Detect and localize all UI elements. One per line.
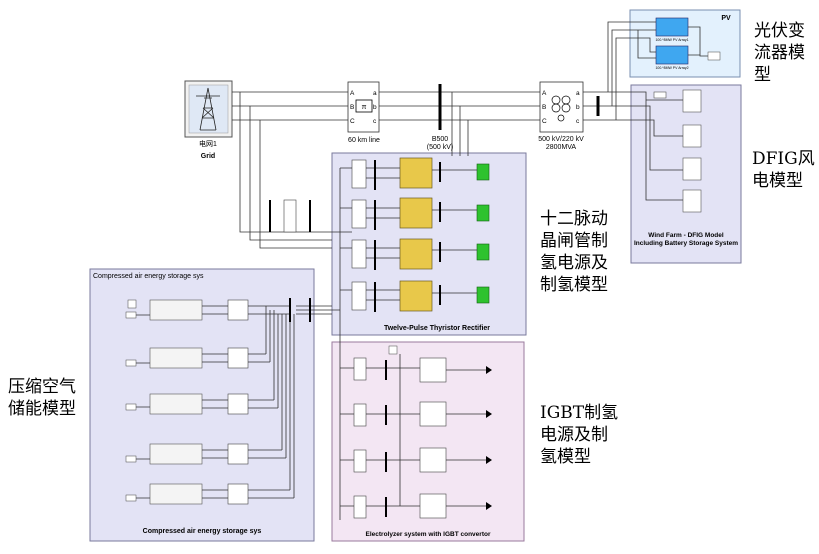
main-three-phase-lines bbox=[232, 21, 630, 249]
svg-text:A: A bbox=[350, 90, 355, 97]
pv-title: PV bbox=[721, 15, 731, 22]
dfig-annotation: DFIG风 电模型 bbox=[752, 149, 815, 191]
svg-text:压缩空气: 压缩空气 bbox=[8, 377, 76, 397]
svg-text:100.*8MW PV Array1: 100.*8MW PV Array1 bbox=[655, 38, 688, 42]
pv-scope-block[interactable] bbox=[707, 51, 721, 61]
transformer-coil-icon bbox=[551, 95, 571, 122]
caes-compressor-blocks[interactable] bbox=[149, 299, 203, 505]
pi-line-block[interactable]: π A B C a b c bbox=[347, 81, 380, 133]
dfig-title-2: Including Battery Storage System bbox=[634, 240, 738, 247]
caes-footer: Compressed air energy storage sys bbox=[143, 528, 262, 535]
transformer-block[interactable]: A B C a b c bbox=[539, 81, 584, 133]
svg-text:B: B bbox=[542, 104, 546, 111]
svg-text:电模型: 电模型 bbox=[752, 171, 803, 191]
svg-text:氢电源及: 氢电源及 bbox=[540, 253, 608, 273]
svg-text:c: c bbox=[373, 118, 377, 125]
svg-text:型: 型 bbox=[754, 65, 771, 85]
grid-name: 电网1 bbox=[199, 139, 217, 148]
svg-text:B: B bbox=[350, 104, 354, 111]
bus-b500-voltage: (500 kV) bbox=[427, 144, 453, 151]
transmission-tower-icon bbox=[196, 87, 220, 131]
distribution-breakers[interactable] bbox=[283, 199, 297, 233]
svg-text:C: C bbox=[350, 118, 355, 125]
svg-text:C: C bbox=[542, 118, 547, 125]
igbt-converter-blocks[interactable] bbox=[353, 357, 447, 519]
pv-annotation: 光伏变 流器模 型 bbox=[754, 21, 805, 85]
pv-array-1[interactable]: 100.*8MW PV Array1 bbox=[655, 17, 689, 42]
pi-line-label: 60 km line bbox=[348, 137, 380, 144]
dfig-wind-blocks[interactable] bbox=[653, 89, 702, 213]
svg-text:储能模型: 储能模型 bbox=[8, 399, 76, 419]
svg-text:光伏变: 光伏变 bbox=[754, 21, 805, 41]
igbt-control-block[interactable] bbox=[388, 345, 398, 355]
svg-text:a: a bbox=[373, 90, 377, 97]
svg-text:制氢模型: 制氢模型 bbox=[540, 275, 608, 295]
igbt-title: Electrolyzer system with IGBT convertor bbox=[366, 531, 491, 538]
electrolyzer-load-blocks[interactable] bbox=[476, 163, 490, 304]
svg-text:流器模: 流器模 bbox=[754, 43, 805, 63]
caes-annotation: 压缩空气 储能模型 bbox=[8, 377, 76, 419]
svg-text:IGBT制氢: IGBT制氢 bbox=[540, 403, 618, 423]
thyristor-transformers[interactable] bbox=[351, 159, 367, 311]
igbt-annotation: IGBT制氢 电源及制 氢模型 bbox=[540, 403, 618, 467]
bus-b500-name: B500 bbox=[432, 136, 448, 143]
caes-converter-blocks[interactable] bbox=[227, 299, 249, 505]
dfig-title-1: Wind Farm - DFIG Model bbox=[648, 232, 724, 239]
svg-text:电源及制: 电源及制 bbox=[540, 425, 608, 445]
thyristor-annotation: 十二脉动 晶闸管制 氢电源及 制氢模型 bbox=[540, 209, 608, 295]
pv-array-2[interactable]: 100.*8MW PV Array2 bbox=[655, 45, 689, 70]
pi-line-symbol: π bbox=[362, 104, 367, 111]
thyristor-rectifier-blocks[interactable] bbox=[399, 157, 433, 312]
svg-text:DFIG风: DFIG风 bbox=[752, 149, 815, 169]
svg-text:氢模型: 氢模型 bbox=[540, 447, 591, 467]
transformer-label-2: 2800MVA bbox=[546, 144, 577, 151]
svg-text:十二脉动: 十二脉动 bbox=[540, 209, 608, 229]
caes-header: Compressed air energy storage sys bbox=[93, 273, 204, 280]
grid-source-block[interactable] bbox=[184, 80, 233, 138]
igbt-output-markers bbox=[486, 366, 492, 510]
svg-text:b: b bbox=[373, 104, 377, 111]
svg-text:100.*8MW PV Array2: 100.*8MW PV Array2 bbox=[655, 66, 688, 70]
svg-text:c: c bbox=[576, 118, 580, 125]
thyristor-title: Twelve-Pulse Thyristor Rectifier bbox=[384, 325, 490, 332]
svg-text:a: a bbox=[576, 90, 580, 97]
svg-text:晶闸管制: 晶闸管制 bbox=[540, 231, 608, 251]
svg-text:b: b bbox=[576, 104, 580, 111]
transformer-label-1: 500 kV/220 kV bbox=[538, 136, 584, 143]
svg-text:A: A bbox=[542, 90, 547, 97]
grid-label: Grid bbox=[201, 153, 215, 160]
